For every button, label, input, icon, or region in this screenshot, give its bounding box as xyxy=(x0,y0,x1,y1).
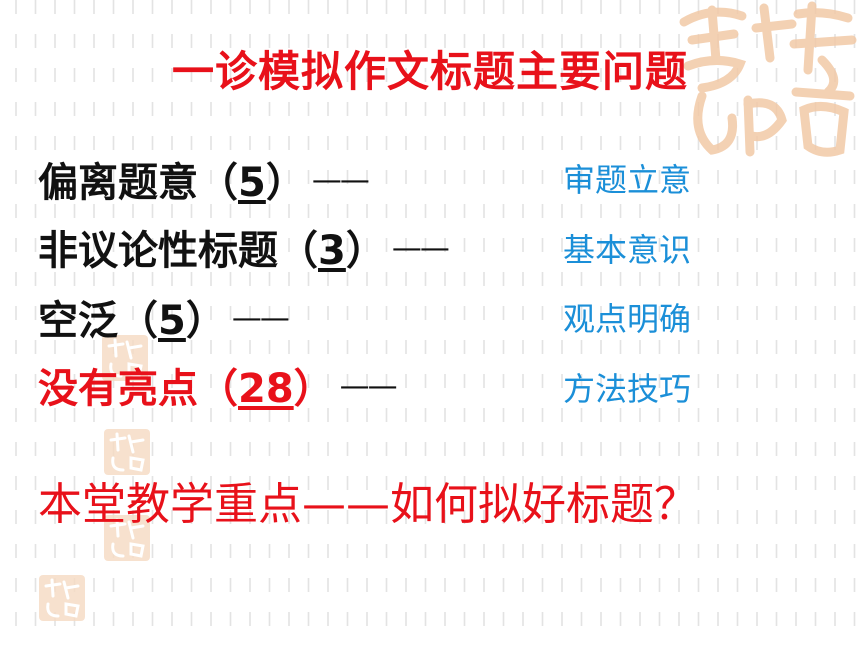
seal-watermark-small-4 xyxy=(39,575,85,621)
problem-label: 空泛（5） xyxy=(38,298,226,344)
problem-row-non-argumentative: 非议论性标题（3）—— xyxy=(38,218,450,276)
seal-watermark-small-3 xyxy=(104,515,150,561)
problem-label: 非议论性标题（3） xyxy=(38,228,386,274)
seal-watermark-small-2 xyxy=(104,429,150,475)
problem-count: 3 xyxy=(318,228,346,274)
dash: —— xyxy=(231,301,290,336)
problem-row-off-topic: 偏离题意（5）—— xyxy=(38,150,370,208)
tag-topic-analysis: 审题立意 xyxy=(563,161,692,199)
seal-watermark-large xyxy=(679,1,857,157)
tag-methods-techniques: 方法技巧 xyxy=(563,370,692,408)
problem-row-no-highlight: 没有亮点（28）—— xyxy=(38,356,398,414)
slide-title: 一诊模拟作文标题主要问题 xyxy=(171,47,688,96)
problem-count: 5 xyxy=(238,160,266,206)
dash: —— xyxy=(311,163,370,198)
problem-count: 28 xyxy=(238,366,294,412)
problem-row-vague: 空泛（5）—— xyxy=(38,288,290,346)
dash: —— xyxy=(339,369,398,404)
seal-watermark-small-1 xyxy=(102,335,148,381)
tag-clear-viewpoint: 观点明确 xyxy=(563,300,692,338)
tag-basic-awareness: 基本意识 xyxy=(563,231,692,269)
problem-count: 5 xyxy=(158,298,186,344)
problem-label: 偏离题意（5） xyxy=(38,160,306,206)
dash: —— xyxy=(391,231,450,266)
teaching-focus-question: 本堂教学重点——如何拟好标题？ xyxy=(38,479,698,530)
problem-label: 没有亮点（28） xyxy=(38,366,334,412)
